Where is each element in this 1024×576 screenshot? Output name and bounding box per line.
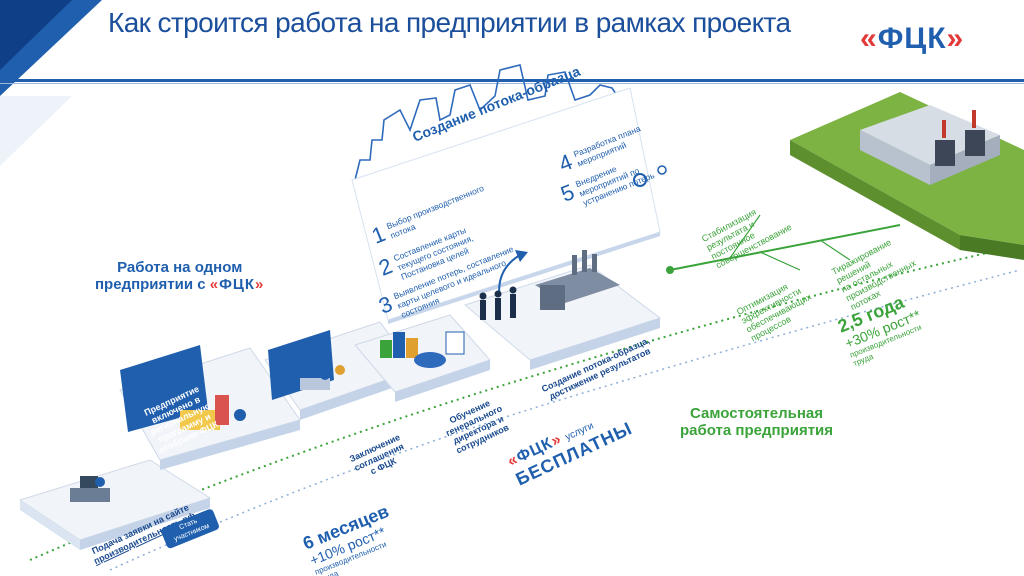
slide-title: Как строится работа на предприятии в рам… — [108, 7, 791, 38]
dotted-path-blue — [109, 269, 1021, 571]
gear-icon — [633, 173, 647, 187]
one-enterprise-label: Работа на одном предприятии с «ФЦК» — [95, 259, 265, 293]
people-group — [479, 286, 517, 320]
fck-logo: «ФЦК» — [860, 22, 965, 55]
desk-apply — [70, 488, 110, 502]
corner-triangle-dark — [0, 0, 72, 70]
corner-triangle-ghost — [0, 96, 72, 166]
header-divider-thin — [0, 83, 1024, 84]
green-line-main — [669, 224, 901, 271]
header-divider — [0, 79, 1024, 82]
person-apply — [95, 477, 105, 487]
gear-icon-2 — [657, 165, 667, 175]
fck-logo-inline: «ФЦК» — [209, 276, 265, 293]
skyline — [354, 64, 631, 181]
